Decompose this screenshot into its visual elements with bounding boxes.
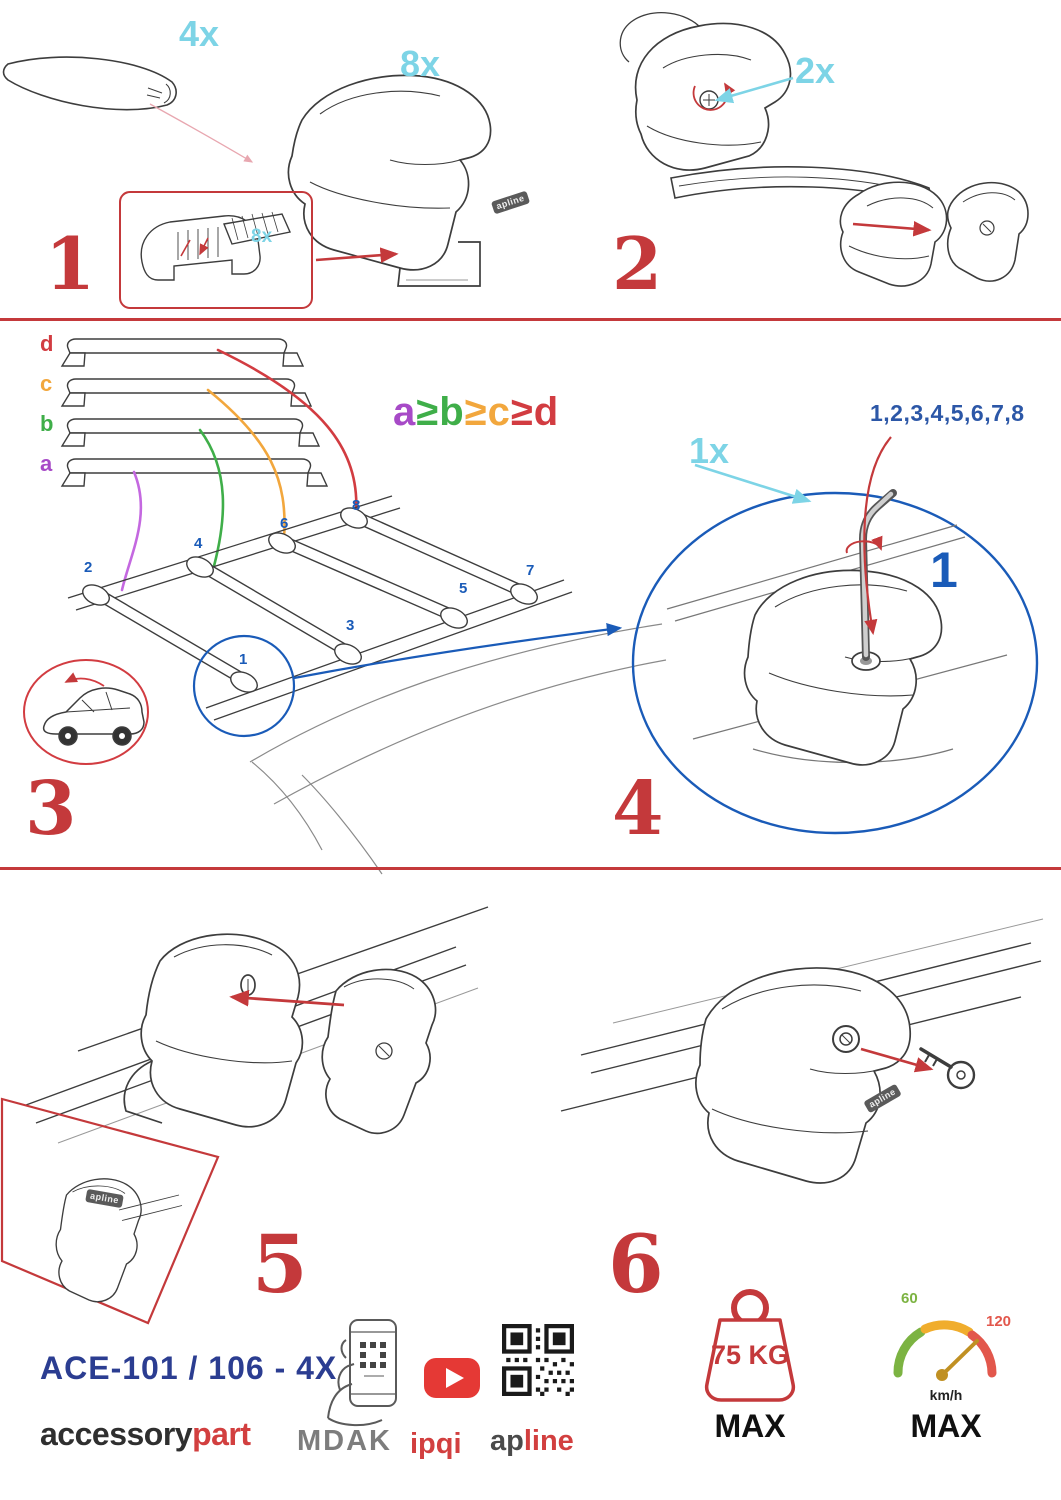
scan-phone-icon xyxy=(327,1319,397,1426)
step4-number: 4 xyxy=(612,766,664,852)
bar-label-c: c xyxy=(40,371,53,396)
position-7: 7 xyxy=(526,562,535,579)
formula-a: a xyxy=(393,390,417,434)
allen-key xyxy=(858,489,897,661)
detail-arrow xyxy=(293,623,623,680)
speedometer-icon xyxy=(893,1320,997,1381)
leader-line xyxy=(149,103,254,163)
qr-code xyxy=(502,1324,574,1396)
youtube-icon xyxy=(424,1358,480,1398)
step4-qty-arrow xyxy=(694,463,812,504)
logo-mdak: MDAK xyxy=(297,1425,392,1457)
car-body-hint-lines xyxy=(249,623,667,875)
position-5: 5 xyxy=(459,580,468,597)
tightening-sequence: 1,2,3,4,5,6,7,8 xyxy=(870,400,1025,426)
step4-drawing xyxy=(631,436,1039,835)
step5-arrow xyxy=(229,989,345,1007)
step6-arrow xyxy=(860,1047,934,1073)
speed-max-label: MAX xyxy=(910,1408,982,1444)
detail-circle xyxy=(192,634,296,738)
logo-apline: apline xyxy=(490,1427,574,1456)
logo-line: line xyxy=(523,1425,574,1457)
step1-foot-qty: 8x xyxy=(400,43,441,84)
step3-number: 3 xyxy=(25,766,77,852)
sequence-callout: 1 xyxy=(930,542,958,598)
step1-pad-qty: 8x xyxy=(251,226,273,247)
roof-rails-drawing xyxy=(67,495,573,721)
clamp-piece-drawing xyxy=(321,968,437,1135)
crossbar-profile-drawing xyxy=(2,56,177,111)
max-weight-icon xyxy=(704,1289,796,1402)
speed-min-label: 60 xyxy=(901,1290,918,1307)
sequence-arrow xyxy=(863,436,892,636)
logo-ipqi: ipqi xyxy=(410,1428,462,1460)
zoom-ellipse xyxy=(631,491,1039,835)
roof-crossbars-drawing xyxy=(82,507,538,693)
foot-detail-drawing xyxy=(743,569,943,766)
formula-b: b xyxy=(439,390,465,434)
step1-bar-qty: 4x xyxy=(179,13,220,54)
bar-label-d: d xyxy=(40,331,54,356)
step1-arrow xyxy=(315,247,399,263)
model-number: ACE-101 / 106 - 4X xyxy=(40,1350,338,1386)
step4-tool-qty: 1x xyxy=(689,430,730,471)
bar-routing-lines xyxy=(120,348,358,592)
step6-number: 6 xyxy=(608,1217,664,1311)
speed-unit-label: km/h xyxy=(929,1387,963,1403)
foot-drawing xyxy=(287,74,492,287)
section-divider-1 xyxy=(0,318,1061,321)
position-6: 6 xyxy=(280,515,289,532)
step2-screw-qty: 2x xyxy=(795,50,836,91)
bar-label-a: a xyxy=(40,451,53,476)
inset-clamp-drawing xyxy=(55,1178,183,1303)
bar-length-formula: a≥b≥c≥d xyxy=(393,392,559,432)
position-8: 8 xyxy=(352,497,361,514)
bar-stack-drawing xyxy=(60,338,329,487)
rubber-pad-box xyxy=(119,191,313,309)
position-2: 2 xyxy=(84,559,93,576)
position-3: 3 xyxy=(346,617,355,634)
formula-c: c xyxy=(487,390,511,434)
step5-number: 5 xyxy=(252,1217,308,1311)
step2-arrow xyxy=(852,220,932,237)
bar-with-foot-drawing xyxy=(670,166,948,287)
brand-accessory: accessory xyxy=(40,1416,193,1452)
endcap-piece-drawing xyxy=(946,181,1029,282)
formula-ge2: ≥ xyxy=(464,390,488,434)
formula-d: d xyxy=(533,390,560,434)
key-rotation-arrow xyxy=(845,535,883,554)
step6-drawing xyxy=(560,918,1044,1184)
lock-foot-drawing xyxy=(695,967,911,1184)
position-4: 4 xyxy=(194,535,203,552)
section-divider-2 xyxy=(0,867,1061,870)
step2-qty-arrow xyxy=(714,76,794,104)
key-icon xyxy=(919,1047,976,1090)
step2-drawing xyxy=(619,11,1029,287)
logo-ap: ap xyxy=(490,1425,524,1457)
formula-ge1: ≥ xyxy=(416,390,440,434)
bar-label-b: b xyxy=(40,411,54,436)
formula-ge3: ≥ xyxy=(510,390,534,434)
brand-part: part xyxy=(192,1416,251,1452)
speed-max-value-label: 120 xyxy=(986,1313,1012,1330)
max-weight-label: MAX xyxy=(714,1408,786,1444)
brand-wordmark: accessorypart xyxy=(40,1418,251,1450)
clamp-foot-drawing xyxy=(123,933,304,1128)
car-inset xyxy=(23,659,149,765)
step2-number: 2 xyxy=(612,221,663,306)
step3-drawing xyxy=(23,338,667,875)
max-weight-value: 75 KG xyxy=(710,1340,790,1370)
step1-number: 1 xyxy=(45,221,96,306)
position-1: 1 xyxy=(239,651,248,668)
foot-open-cover-drawing xyxy=(619,11,792,171)
inset-panel-outline xyxy=(0,1097,220,1325)
step5-drawing xyxy=(0,906,489,1325)
step1-drawing xyxy=(2,56,492,309)
